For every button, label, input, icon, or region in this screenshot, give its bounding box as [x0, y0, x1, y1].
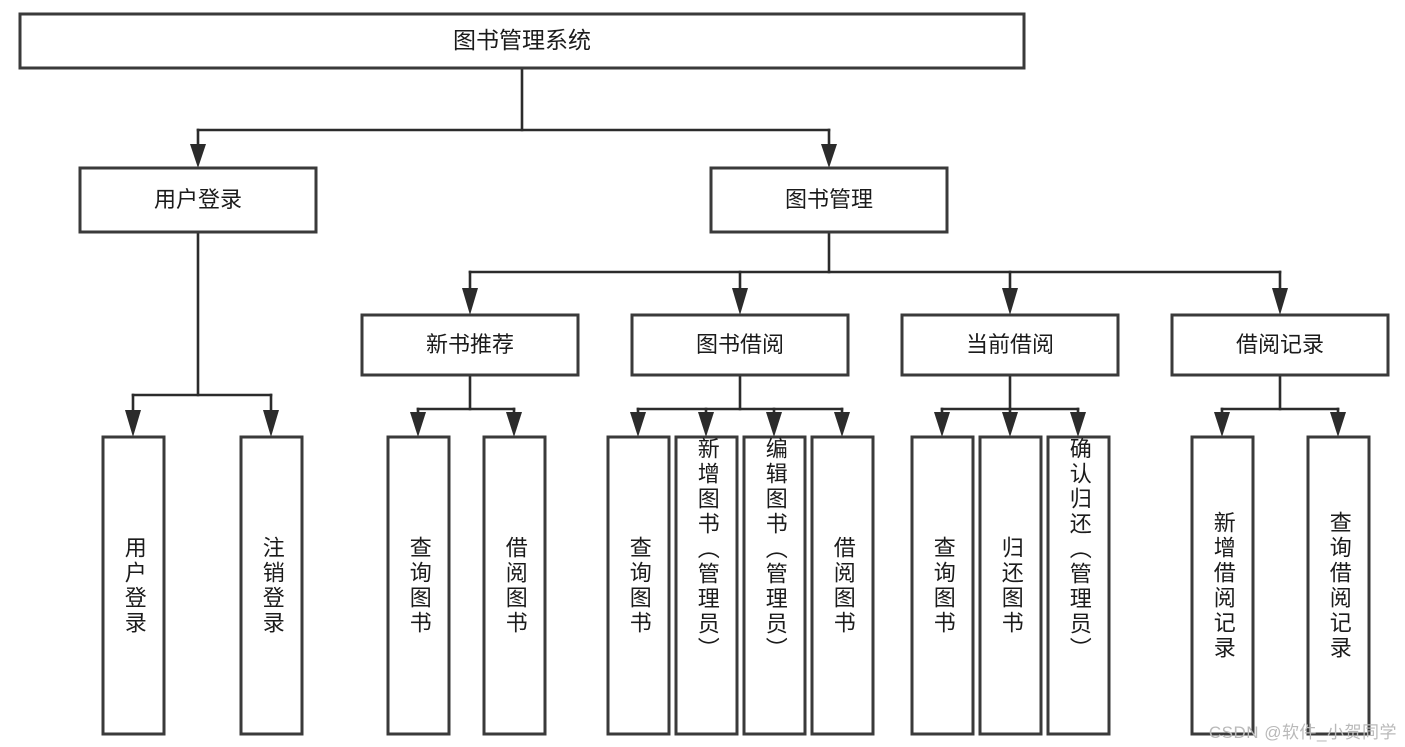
arrowhead-leaf-borrow-book-1 [506, 412, 522, 437]
node-borrow-record[interactable]: 借阅记录 [1170, 313, 1390, 377]
arrowhead-leaf-return-book [1002, 412, 1018, 437]
arrowhead-current-borrow [1002, 288, 1018, 315]
arrowhead-leaf-borrow-book-2 [834, 412, 850, 437]
arrowhead-leaf-query-book-3 [934, 412, 950, 437]
node-leaf-query-book-3-rect[interactable] [910, 435, 975, 736]
arrowhead-leaf-edit-book [766, 412, 782, 437]
node-borrow-record-rect[interactable] [1170, 313, 1390, 377]
node-root[interactable]: 图书管理系统 [18, 12, 1026, 70]
node-book-borrow-rect[interactable] [630, 313, 850, 377]
node-leaf-borrow-book-2-rect[interactable] [810, 435, 875, 736]
arrowhead-leaf-query-book-1 [410, 412, 426, 437]
node-leaf-user-login-rect[interactable] [101, 435, 166, 736]
arrowhead-leaf-query-book-2 [630, 412, 646, 437]
node-leaf-add-record-rect[interactable] [1190, 435, 1255, 736]
arrowhead-leaf-user-login [125, 410, 141, 437]
node-new-book-rec-label: 新书推荐 [426, 332, 514, 357]
node-book-borrow-label: 图书借阅 [696, 332, 784, 357]
node-leaf-confirm-return-rect[interactable] [1046, 435, 1111, 736]
node-leaf-query-book-2-rect[interactable] [606, 435, 671, 736]
node-current-borrow-label: 当前借阅 [966, 332, 1054, 357]
node-current-borrow-rect[interactable] [900, 313, 1120, 377]
node-leaf-query-book-1-rect[interactable] [386, 435, 451, 736]
arrowhead-leaf-add-book [698, 412, 714, 437]
node-book-manage[interactable]: 图书管理 [709, 166, 949, 234]
node-leaf-edit-book-rect[interactable] [742, 435, 807, 736]
node-layer: 图书管理系统 用户登录 图书管理 新书推荐 图书借阅 [18, 12, 1390, 736]
arrowhead-leaf-add-record [1214, 412, 1230, 437]
node-root-label: 图书管理系统 [453, 27, 591, 53]
arrowhead-leaf-user-logout [263, 410, 279, 437]
arrowhead-leaf-query-record [1330, 412, 1346, 437]
node-leaf-borrow-book-1-rect[interactable] [482, 435, 547, 736]
arrowhead-book-borrow [732, 288, 748, 315]
node-user-login-rect[interactable] [78, 166, 318, 234]
node-leaf-add-book-rect[interactable] [674, 435, 739, 736]
node-book-borrow[interactable]: 图书借阅 [630, 313, 850, 377]
arrowhead-leaf-confirm-return [1070, 412, 1086, 437]
arrowhead-borrow-record [1272, 288, 1288, 315]
leaf-node-layer [101, 435, 1371, 736]
node-new-book-rec[interactable]: 新书推荐 [360, 313, 580, 377]
node-book-manage-rect[interactable] [709, 166, 949, 234]
node-new-book-rec-rect[interactable] [360, 313, 580, 377]
watermark-label: CSDN @软件_小贺同学 [1208, 723, 1397, 742]
arrowhead-bookmanage [821, 144, 837, 168]
node-root-rect[interactable] [18, 12, 1026, 70]
node-borrow-record-label: 借阅记录 [1236, 332, 1324, 357]
node-leaf-query-record-rect[interactable] [1306, 435, 1371, 736]
node-user-login[interactable]: 用户登录 [78, 166, 318, 234]
connector-layer [125, 66, 1346, 437]
node-leaf-return-book-rect[interactable] [978, 435, 1043, 736]
node-leaf-user-logout-rect[interactable] [239, 435, 304, 736]
arrowhead-new-book-rec [462, 288, 478, 315]
node-user-login-label: 用户登录 [154, 187, 242, 212]
node-book-manage-label: 图书管理 [785, 187, 873, 212]
arrowhead-userlogin [190, 144, 206, 168]
node-current-borrow[interactable]: 当前借阅 [900, 313, 1120, 377]
